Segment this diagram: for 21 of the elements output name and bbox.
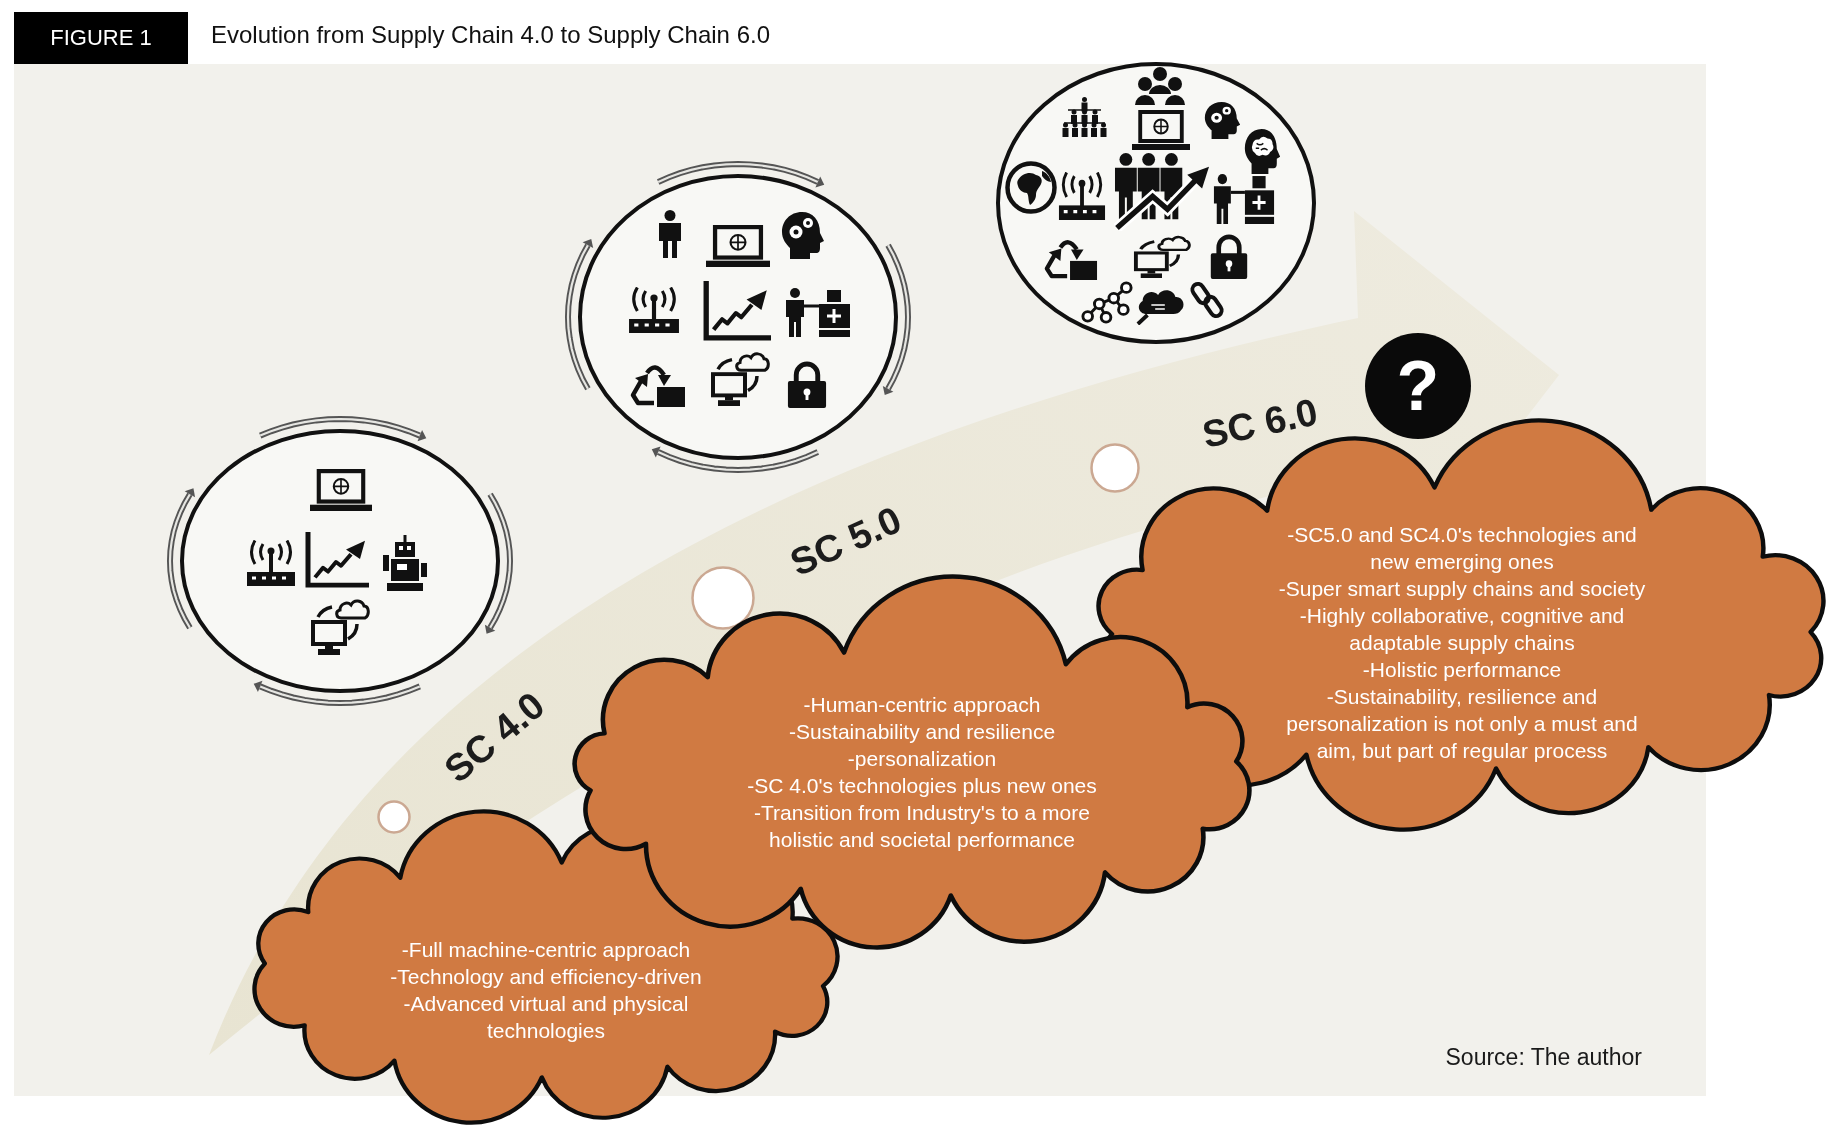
bullet-text: -Human-centric approach: [803, 692, 1041, 718]
bullet-text: -Sustainability and resilience: [788, 719, 1056, 745]
bullet-text: -Holistic performance: [1362, 656, 1562, 683]
bullet-text: -Sustainability, resilience and personalization is not only a must and aim, but part of regular process: [1285, 683, 1639, 764]
question-mark: ?: [1396, 351, 1440, 421]
figure-number: FIGURE 1: [14, 12, 188, 64]
icon-circle: [995, 61, 1317, 345]
bullet-text: -Highly collaborative, cognitive and adaptable supply chains: [1298, 602, 1626, 656]
bullet-text: -Transition from Industry's to a more holistic and societal performance: [753, 800, 1091, 853]
bullet-text: -personalization: [847, 746, 997, 772]
bullet-text: -SC5.0 and SC4.0's technologies and new emerging ones: [1286, 521, 1638, 575]
source-note: Source: The author: [1445, 1044, 1642, 1071]
stage-label: SC 6.0: [1198, 391, 1322, 457]
bullet-text: -Full machine-centric approach: [401, 937, 691, 963]
bullet-text: -Technology and efficiency-driven: [390, 964, 702, 990]
stage-label: SC 5.0: [784, 499, 908, 585]
bullet-text: -Advanced virtual and physical technologies: [402, 991, 690, 1044]
bullet-text: -SC 4.0's technologies plus new ones: [747, 773, 1097, 799]
stage-label: SC 4.0: [437, 684, 553, 792]
bullet-text: -Super smart supply chains and society: [1278, 575, 1646, 602]
figure-title: Evolution from Supply Chain 4.0 to Supply Chain 6.0: [211, 21, 770, 49]
